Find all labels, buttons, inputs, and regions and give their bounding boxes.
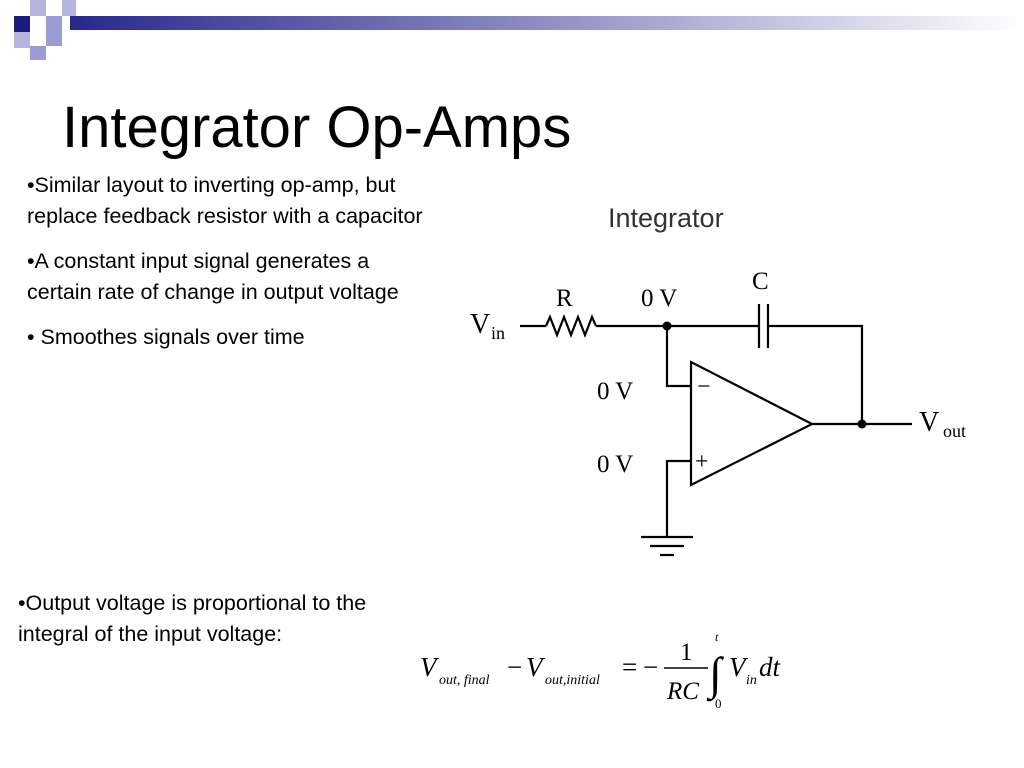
formula-minus-sign: −: [507, 652, 522, 682]
formula-v-in: V: [729, 652, 749, 682]
capacitor-label: C: [752, 268, 769, 295]
vout-label: V: [919, 407, 939, 438]
plus-sign-label: +: [695, 449, 709, 475]
bullet-item: • Smoothes signals over time: [27, 325, 305, 349]
header-gradient-bar: [70, 16, 1024, 30]
ground-symbol: [641, 535, 693, 557]
junction-node-output: [857, 419, 867, 429]
minus-sign-label: −: [697, 374, 711, 400]
node-voltage-label: 0 V: [641, 285, 677, 312]
resistor-symbol: [544, 313, 598, 339]
formula-subscript-out-final: out, final: [439, 673, 490, 688]
integrator-circuit-diagram: Integrator V in R 0 V C: [470, 203, 966, 557]
bullet-item: •Similar layout to inverting op-amp, but…: [27, 173, 423, 228]
formula-subscript-out-initial: out,initial: [545, 673, 600, 688]
inverting-input-voltage-label: 0 V: [597, 378, 633, 405]
formula-negative-sign: −: [643, 652, 658, 682]
corner-squares-decoration: [14, 0, 76, 60]
slide-title: Integrator Op-Amps: [62, 95, 572, 160]
bottom-bullet: •Output voltage is proportional to the i…: [18, 591, 367, 646]
integral-upper-limit: t: [715, 630, 719, 644]
formula-v-out-final: V: [420, 652, 440, 682]
integral-formula: V out, final − V out,initial = − 1 RC t …: [420, 630, 782, 711]
resistor-label: R: [556, 285, 573, 312]
vin-subscript: in: [491, 323, 505, 343]
circuit-wires: [520, 304, 912, 557]
bullet-list: •Similar layout to inverting op-amp, but…: [27, 170, 432, 368]
op-amp-symbol: [689, 360, 815, 487]
formula-v-out-initial: V: [526, 652, 546, 682]
vin-label: V: [470, 309, 490, 340]
formula-equals-sign: =: [622, 652, 637, 682]
junction-node-input: [662, 321, 672, 331]
formula-denominator: RC: [666, 678, 699, 705]
formula-subscript-in: in: [746, 673, 757, 688]
integral-lower-limit: 0: [715, 696, 722, 711]
integral-sign: ∫: [706, 648, 724, 702]
vout-subscript: out: [943, 421, 966, 441]
bullet-item: •A constant input signal generates a cer…: [27, 249, 399, 304]
noninverting-input-voltage-label: 0 V: [597, 451, 633, 478]
formula-numerator: 1: [680, 639, 693, 666]
diagram-title: Integrator: [608, 203, 724, 233]
formula-dt: dt: [759, 652, 782, 682]
